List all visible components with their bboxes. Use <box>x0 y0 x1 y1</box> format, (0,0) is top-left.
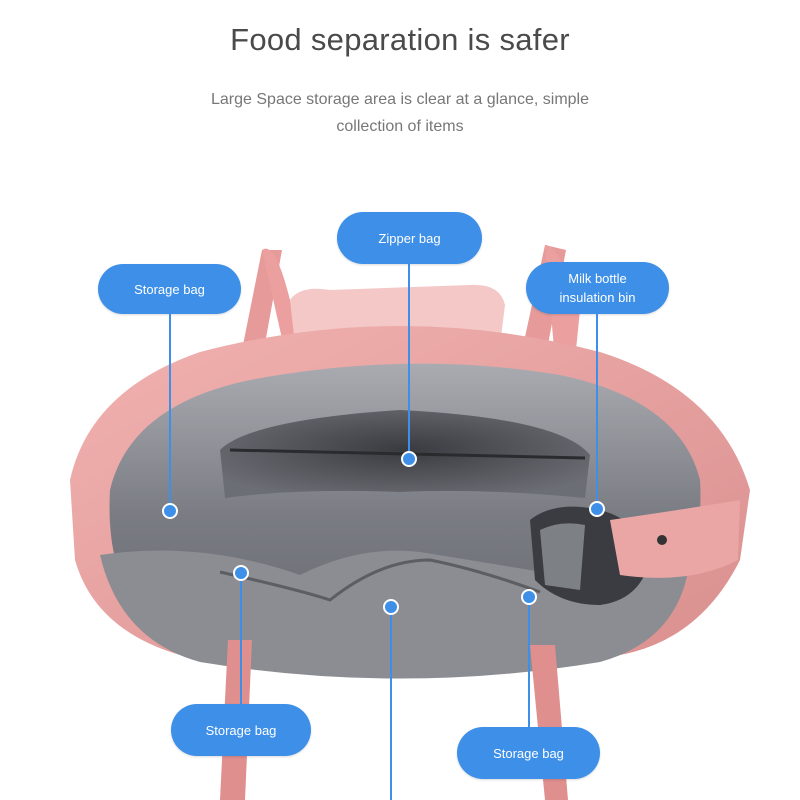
pointer-dot <box>589 501 605 517</box>
callout-milk-bottle-bin: Milk bottle insulation bin <box>526 262 669 314</box>
handle-strap-left <box>262 248 300 352</box>
callout-storage-bag-bottom-left: Storage bag <box>171 704 311 756</box>
leader-line <box>240 572 242 704</box>
leader-line <box>596 314 598 510</box>
leader-line <box>390 607 392 800</box>
pointer-dot <box>521 589 537 605</box>
leader-line <box>408 264 410 454</box>
callout-zipper-bag: Zipper bag <box>337 212 482 264</box>
page-subtitle: Large Space storage area is clear at a g… <box>211 91 589 135</box>
side-pocket <box>610 500 740 578</box>
callout-label: Storage bag <box>205 722 277 738</box>
callout-label: Storage bag <box>493 745 564 761</box>
callout-label: Milk bottle insulation bin <box>559 271 636 305</box>
callout-storage-bag-left: Storage bag <box>98 264 241 314</box>
callout-label: Zipper bag <box>378 230 441 246</box>
leader-line <box>169 314 171 506</box>
leader-line <box>528 598 530 727</box>
pointer-dot <box>162 503 178 519</box>
pointer-dot <box>401 451 417 467</box>
pointer-dot <box>233 565 249 581</box>
callout-storage-bag-bottom-right: Storage bag <box>457 727 600 779</box>
page-title: Food separation is safer <box>230 22 570 57</box>
pointer-dot <box>383 599 399 615</box>
callout-label: Storage bag <box>134 281 205 297</box>
